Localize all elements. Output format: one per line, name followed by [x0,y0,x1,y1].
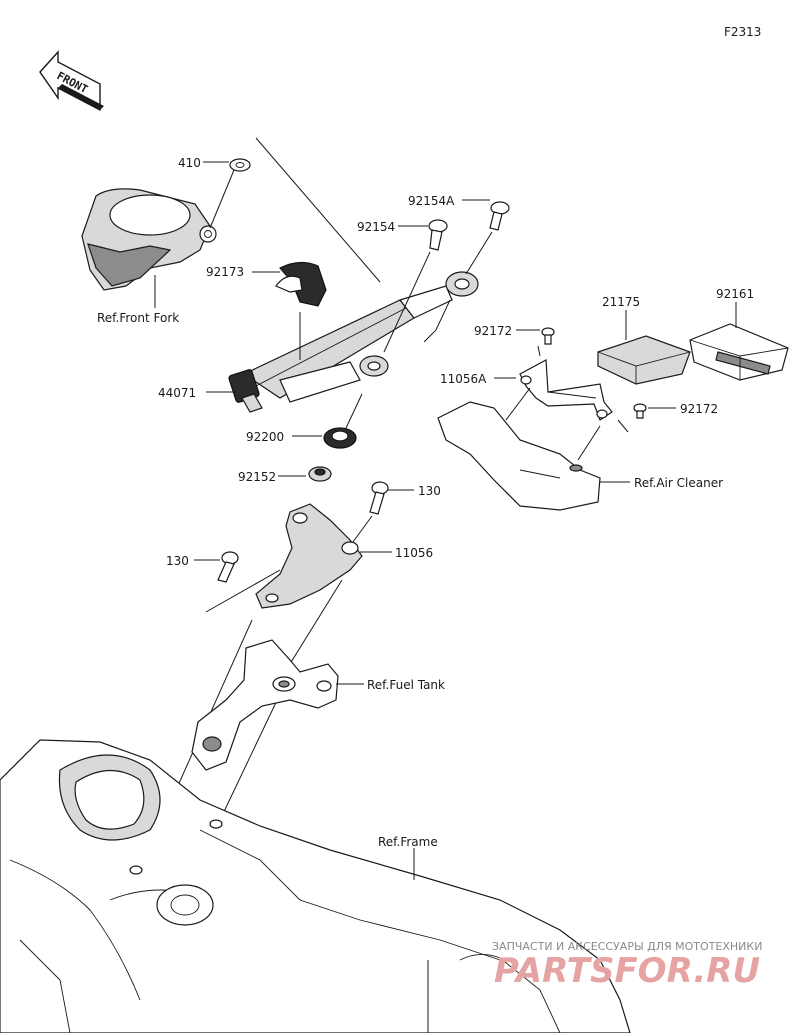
label-92161: 92161 [716,287,754,301]
bracket-11056A [519,359,613,421]
label-130-right: 130 [418,484,441,498]
bracket-11056 [255,503,363,609]
label-11056: 11056 [395,546,433,560]
ref-fuel-tank: Ref.Fuel Tank [367,678,445,692]
watermark-tagline: ЗАПЧАСТИ И АКСЕССУАРЫ ДЛЯ МОТОТЕХНИКИ [492,940,762,953]
front-fork-clamp [81,188,217,291]
fuel-tank-bracket [191,639,339,771]
label-92154A: 92154A [408,194,455,208]
label-130-left: 130 [166,554,189,568]
bolt-130-right [369,481,389,515]
frame [0,739,631,1033]
bolt-92154A [489,201,510,231]
ref-air-cleaner: Ref.Air Cleaner [634,476,723,490]
screw-92172-right [633,403,647,419]
label-92172-right: 92172 [680,402,718,416]
screw-92172-top [541,327,555,345]
bolt-130-left [217,551,239,583]
bolt-92154 [428,219,448,251]
watermark-brand: PARTSFOR.RU [494,951,760,991]
bushing-92200 [323,427,357,449]
module-21175 [597,335,691,385]
front-arrow-icon: FRONT [39,50,104,112]
label-92172-top: 92172 [474,324,512,338]
ref-front-fork: Ref.Front Fork [97,311,179,325]
diagram-code: F2313 [724,25,761,39]
washer-410 [229,158,251,172]
label-11056A: 11056A [440,372,487,386]
label-92154: 92154 [357,220,395,234]
label-92173: 92173 [206,265,244,279]
ref-frame: Ref.Frame [378,835,438,849]
steering-damper-44071 [228,271,479,413]
cover-92161 [689,323,789,381]
label-21175: 21175 [602,295,640,309]
rubber-boot-92173 [275,261,327,307]
label-410: 410 [178,156,201,170]
label-92152: 92152 [238,470,276,484]
collar-92152 [308,466,332,482]
air-cleaner-housing [437,401,601,511]
label-44071: 44071 [158,386,196,400]
label-92200: 92200 [246,430,284,444]
